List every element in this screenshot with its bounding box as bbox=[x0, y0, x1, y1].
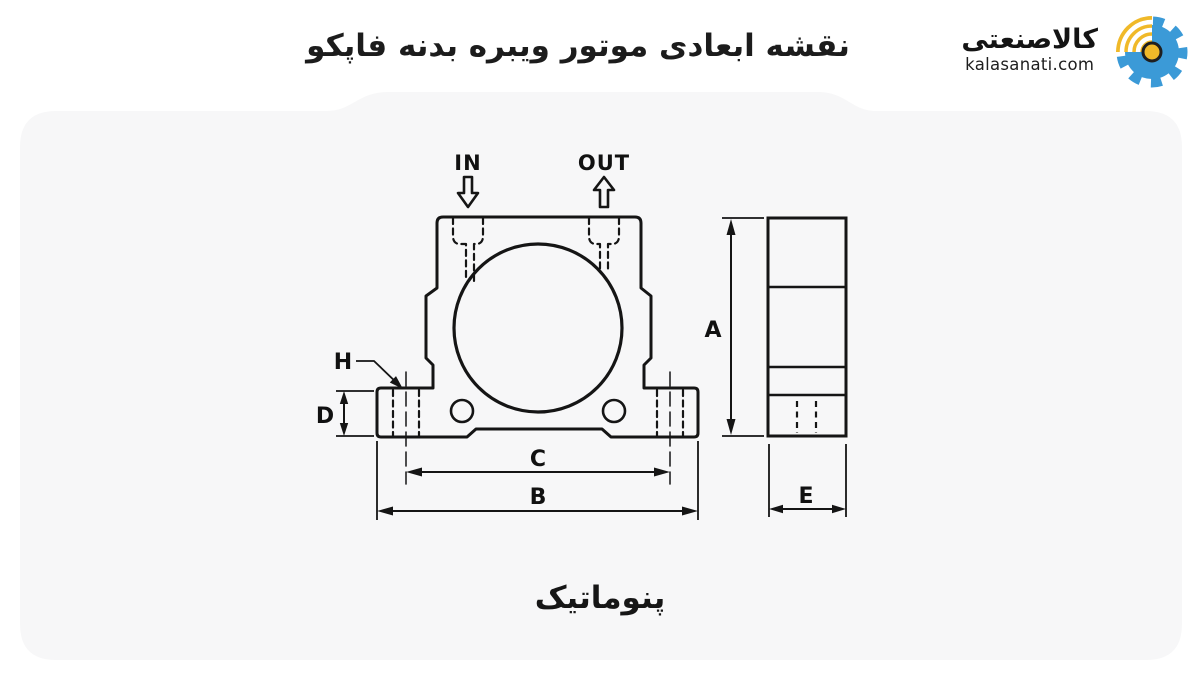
dimension-label-h: H bbox=[334, 350, 352, 375]
gear-logo-icon bbox=[1116, 16, 1188, 88]
eccentric-bore-circle bbox=[452, 242, 624, 414]
logo-text: کالاصنعتی kalasanati.com bbox=[961, 23, 1098, 74]
air-port-hidden-lines-in bbox=[451, 216, 485, 283]
motor-body-outline bbox=[375, 215, 700, 439]
logo-brand-name: کالاصنعتی bbox=[961, 23, 1098, 55]
page-title: نقشه ابعادی موتور ویبره بدنه فاپکو bbox=[306, 28, 850, 64]
callout-H bbox=[356, 360, 403, 389]
air-port-hidden-lines-out bbox=[587, 216, 621, 273]
dimension-label-e: E bbox=[798, 484, 813, 509]
side-view-outline bbox=[766, 216, 848, 438]
flange-hole-centerlines bbox=[405, 371, 671, 485]
dimension-E bbox=[768, 444, 847, 517]
in-label: IN bbox=[454, 151, 481, 175]
diagram-caption: پنوماتیک bbox=[534, 580, 666, 616]
dimension-D bbox=[336, 390, 374, 437]
base-hole-circle-left bbox=[449, 398, 475, 424]
side-view-hidden-holes bbox=[795, 401, 818, 433]
out-label: OUT bbox=[578, 151, 630, 175]
flow-indicators: IN OUT bbox=[454, 151, 630, 209]
side-view bbox=[766, 216, 848, 438]
side-view-section-lines bbox=[768, 285, 846, 397]
out-arrow-icon bbox=[592, 175, 616, 209]
dimension-B bbox=[376, 441, 699, 520]
gear-hub bbox=[1141, 41, 1163, 63]
diagram-card-background bbox=[20, 92, 1182, 660]
base-hole-circle-right bbox=[601, 398, 627, 424]
wifi-arc-outer bbox=[1119, 19, 1153, 53]
wifi-arc-middle bbox=[1127, 27, 1153, 53]
dimension-label-c: C bbox=[530, 447, 546, 472]
in-arrow-icon bbox=[456, 175, 480, 209]
dimension-label-d: D bbox=[316, 404, 334, 429]
flange-hole-hidden-lines bbox=[391, 388, 685, 438]
dimension-label-a: A bbox=[704, 318, 721, 343]
wifi-arc-inner bbox=[1135, 35, 1153, 53]
dimension-label-b: B bbox=[530, 485, 547, 510]
dimension-C bbox=[406, 467, 670, 477]
dimension-A bbox=[722, 217, 764, 437]
logo-domain: kalasanati.com bbox=[965, 54, 1095, 74]
front-view bbox=[375, 215, 700, 485]
logo: کالاصنعتی kalasanati.com bbox=[961, 4, 1194, 94]
gear-teeth bbox=[1116, 16, 1188, 88]
